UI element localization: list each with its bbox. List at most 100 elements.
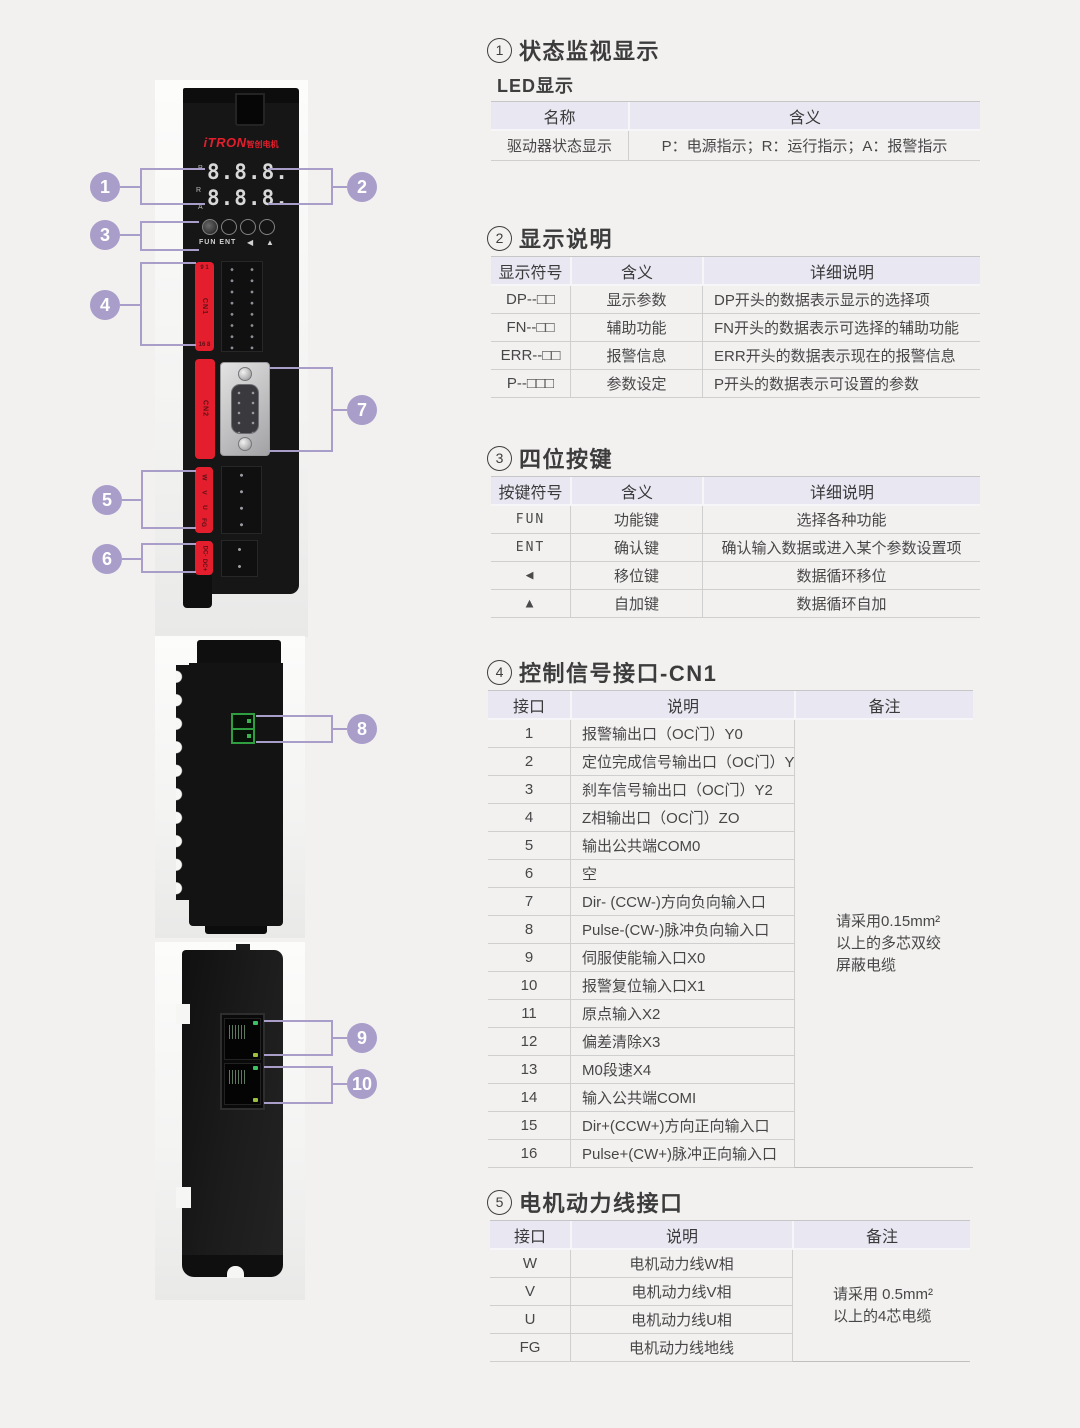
table-cell: 确认输入数据或进入某个参数设置项: [702, 534, 980, 561]
table-cell: 9: [524, 949, 534, 966]
section-5-title-text: 电机动力线接口: [519, 1191, 684, 1216]
callout-6-line-top: [141, 543, 196, 545]
callout-2-line-top: [268, 168, 333, 170]
table-cell: 14: [520, 1089, 538, 1106]
green-terminal-divider: [233, 728, 253, 730]
shift-button: [240, 219, 256, 235]
section-2-title: 2 显示说明: [487, 222, 613, 254]
cn1-remark: 请采用0.15mm² 以上的多芯双绞 屏蔽电缆: [794, 720, 973, 1168]
power-pin-v-label: V: [200, 490, 208, 495]
cn1-pin-top-label: 9 1: [200, 265, 209, 271]
table-cell: 辅助功能: [570, 314, 702, 341]
table-cell: 电机动力线U相: [570, 1306, 792, 1333]
table-cell: 移位键: [570, 562, 702, 589]
column-header: 按键符号: [498, 484, 563, 502]
callout-10-line-bottom: [264, 1102, 333, 1104]
section-1-title-text: 状态监视显示: [519, 39, 661, 64]
callout-6-line-bottom: [141, 571, 196, 573]
table-cell: 刹车信号输出口（OC门）Y2: [570, 776, 794, 803]
callout-8-line-top: [256, 715, 333, 717]
table-cell: V: [524, 1283, 535, 1300]
side-top-flange: [197, 640, 281, 665]
rj45-bottom-led-yellow: [253, 1098, 258, 1102]
motor-power-remark-line: 请采用 0.5mm²: [833, 1285, 934, 1303]
cn2-strip-label: CN2: [201, 400, 209, 418]
up-button: [259, 219, 275, 235]
callout-5-spine: [141, 470, 143, 529]
table-cell: 显示参数: [570, 286, 702, 313]
callout-7-line-top: [269, 367, 333, 369]
table-row: ▲自加键数据循环自加: [491, 590, 980, 618]
table-cell: Pulse+(CW+)脉冲正向输入口: [570, 1140, 794, 1167]
table-cell: ◀: [525, 568, 536, 583]
table-cell: 10: [520, 977, 538, 994]
callout-6-connector: [122, 558, 141, 560]
motor-power-strip: W V U FG: [195, 467, 213, 533]
column-header: 备注: [794, 691, 973, 718]
callout-8-spine: [331, 715, 333, 743]
section-3-title-text: 四位按键: [519, 447, 614, 472]
callout-5: 5: [92, 485, 122, 515]
table-cell: FUN: [515, 512, 546, 527]
led-label-a: A: [198, 204, 203, 211]
callout-1-connector: [120, 186, 140, 188]
column-header: 接口: [512, 698, 545, 716]
column-header: 说明: [570, 1221, 792, 1248]
dc-power-connector: [221, 540, 258, 577]
led-subtitle: LED显示: [497, 76, 574, 96]
mount-notch-top: [176, 1004, 190, 1024]
column-header: 说明: [570, 691, 794, 718]
shift-key-icon: ◀: [247, 238, 255, 247]
table-cell: 4: [524, 809, 534, 826]
table-row: 驱动器状态显示 P：电源指示；R：运行指示；A：报警指示: [491, 131, 980, 161]
table-cell: Dir- (CCW-)方向负向输入口: [570, 888, 794, 915]
table-cell: W: [522, 1255, 538, 1272]
callout-2: 2: [347, 172, 377, 202]
section-1-title: 1 状态监视显示: [487, 34, 660, 66]
table-cell: 驱动器状态显示: [506, 138, 612, 155]
table-cell: 16: [520, 1145, 538, 1162]
cn1-pin-bottom-label: 16 8: [198, 341, 211, 348]
table-cell: ERR--□□: [500, 347, 561, 364]
table-cell: P：电源指示；R：运行指示；A：报警指示: [628, 131, 980, 160]
rj45-view-nub: [236, 944, 250, 952]
table-cell: M0段速X4: [570, 1056, 794, 1083]
green-terminal-pin-1: [247, 719, 251, 723]
table-cell: 选择各种功能: [702, 506, 980, 533]
table-cell: 伺服使能输入口X0: [570, 944, 794, 971]
table-cell: 3: [524, 781, 534, 798]
led-table-body: 驱动器状态显示 P：电源指示；R：运行指示；A：报警指示: [491, 131, 980, 161]
callout-6-spine: [141, 543, 143, 573]
table-cell: 确认键: [570, 534, 702, 561]
table-cell: Pulse-(CW-)脉冲负向输入口: [570, 916, 794, 943]
table-cell: 偏差清除X3: [570, 1028, 794, 1055]
table-cell: 参数设定: [570, 370, 702, 397]
callout-4-line-top: [140, 262, 196, 264]
table-cell: DP--□□: [506, 291, 555, 308]
table-row: 9 伺服使能输入口X0: [488, 944, 794, 972]
table-cell: 报警输出口（OC门）Y0: [570, 720, 794, 747]
led-display-row1: 8.8.8.: [207, 160, 289, 184]
display-table-header: 显示符号 含义 详细说明: [491, 256, 980, 286]
cn2-strip: CN2: [195, 359, 215, 459]
table-cell: 电机动力线W相: [570, 1250, 792, 1277]
table-cell: 空: [570, 860, 794, 887]
dc-power-strip: DC- DC+: [195, 541, 213, 575]
callout-8: 8: [347, 714, 377, 744]
callout-2-line-bottom: [268, 203, 333, 205]
